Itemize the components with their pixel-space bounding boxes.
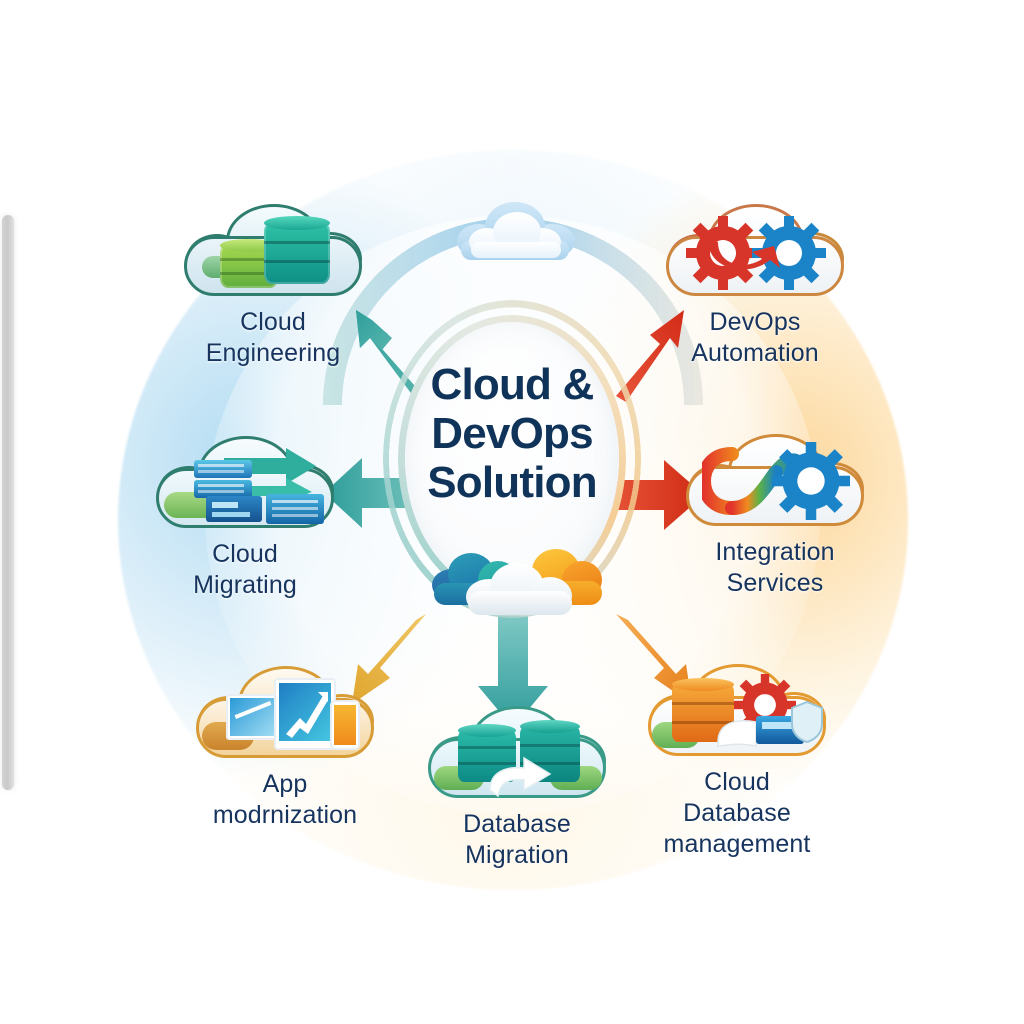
arrow-to-cloud-migrating xyxy=(324,458,424,528)
cloud-database-transfer-icon xyxy=(422,700,612,805)
node-label-cloud-database-management: Cloud Database management xyxy=(632,767,842,860)
cloud-database-stack-icon xyxy=(178,198,368,303)
node-app-modernization[interactable]: App modrnization xyxy=(180,660,390,831)
label-line-2: Services xyxy=(726,569,824,597)
label-line-2: Migrating xyxy=(193,571,297,599)
label-line-1: Cloud xyxy=(704,768,770,796)
arrow-to-database-migration xyxy=(478,616,548,728)
label-line-2: Automation xyxy=(691,339,819,367)
node-integration-services[interactable]: Integration Services xyxy=(670,428,880,599)
top-cloud-icon xyxy=(455,200,575,262)
node-label-integration-services: Integration Services xyxy=(670,537,880,599)
arrow-to-devops-automation xyxy=(616,310,684,402)
node-database-migration[interactable]: Database Migration xyxy=(412,700,622,871)
label-line-1: App xyxy=(262,770,308,798)
node-label-cloud-migrating: Cloud Migrating xyxy=(140,539,350,601)
label-line-1: Cloud xyxy=(240,308,306,336)
label-line-2: Migration xyxy=(465,841,569,869)
label-line-1: Integration xyxy=(715,538,835,566)
node-cloud-engineering[interactable]: Cloud Engineering xyxy=(168,198,378,369)
scroll-edge-bar[interactable] xyxy=(2,215,14,790)
node-label-app-modernization: App modrnization xyxy=(180,769,390,831)
label-line-1: Database xyxy=(463,810,571,838)
label-line-2: modrnization xyxy=(212,801,358,829)
label-line-3: management xyxy=(663,830,811,858)
center-title-line3: Solution xyxy=(427,458,597,507)
node-cloud-database-management[interactable]: Cloud Database management xyxy=(632,658,842,860)
cloud-gears-infinity-icon xyxy=(660,198,850,303)
node-label-database-migration: Database Migration xyxy=(412,809,622,871)
center-title-line1: Cloud & xyxy=(430,360,594,409)
node-devops-automation[interactable]: DevOps Automation xyxy=(650,198,860,369)
center-title-line2: DevOps xyxy=(431,409,593,458)
label-line-2: Engineering xyxy=(205,339,341,367)
cloud-database-gear-shield-icon xyxy=(642,658,832,763)
node-label-cloud-engineering: Cloud Engineering xyxy=(168,307,378,369)
node-cloud-migrating[interactable]: Cloud Migrating xyxy=(140,430,350,601)
cloud-devices-chart-icon xyxy=(190,660,380,765)
label-line-2: Database xyxy=(683,799,791,827)
arrow-to-integration-services xyxy=(602,460,704,530)
center-ring-fill xyxy=(405,322,619,596)
cloud-infinity-gear-icon xyxy=(680,428,870,533)
node-label-devops-automation: DevOps Automation xyxy=(650,307,860,369)
arrow-to-app-modernization xyxy=(352,614,426,704)
label-line-1: DevOps xyxy=(709,308,801,336)
cloud-servers-arrows-icon xyxy=(150,430,340,535)
label-line-1: Cloud xyxy=(212,540,278,568)
three-clouds-icon xyxy=(432,545,602,615)
center-title: Cloud & DevOps Solution xyxy=(405,360,619,507)
